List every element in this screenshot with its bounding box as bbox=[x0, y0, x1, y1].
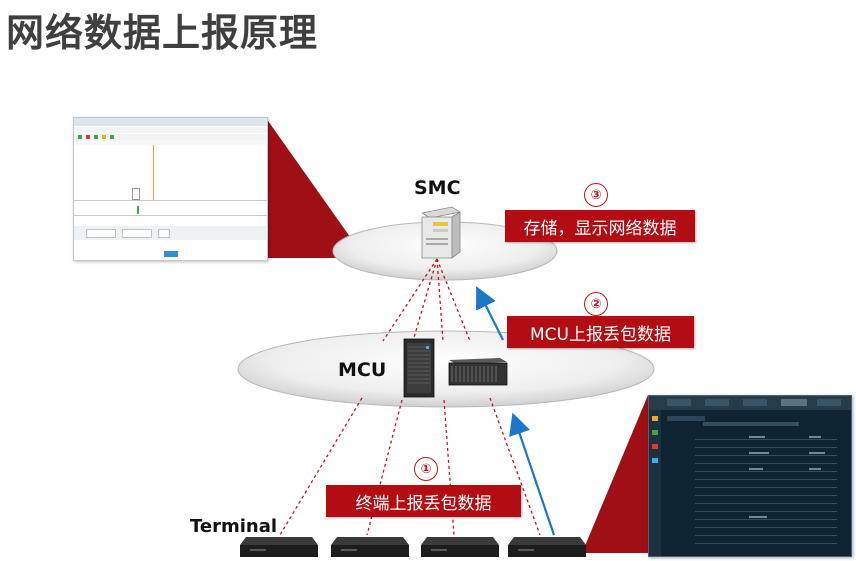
terminal-screenshot-thumbnail bbox=[648, 395, 852, 557]
step-1-number: ① bbox=[414, 457, 438, 481]
terminal-box-icon bbox=[331, 537, 409, 557]
arrow-terminal-to-mcu bbox=[509, 412, 556, 536]
mcu-label: MCU bbox=[338, 359, 387, 381]
terminal-box-icon bbox=[240, 537, 318, 557]
smc-callout-triangle bbox=[266, 118, 365, 258]
terminal-label: Terminal bbox=[190, 516, 278, 537]
mcu-rack-icon bbox=[403, 338, 435, 398]
smc-mcu-links bbox=[382, 258, 471, 342]
terminal-box-icon bbox=[421, 537, 499, 557]
smc-screenshot-thumbnail bbox=[73, 117, 268, 261]
server-icon bbox=[420, 206, 462, 259]
step-1-box: 终端上报丢包数据 bbox=[326, 485, 521, 517]
page-title: 网络数据上报原理 bbox=[6, 11, 319, 55]
smc-label: SMC bbox=[414, 177, 461, 199]
mcu-chassis-icon bbox=[448, 358, 508, 386]
step-2-number: ② bbox=[584, 292, 608, 316]
step-3-number: ③ bbox=[584, 183, 608, 207]
terminal-box-icon bbox=[508, 537, 586, 557]
step-2-box: MCU上报丢包数据 bbox=[507, 316, 694, 348]
terminal-callout-triangle bbox=[582, 395, 648, 553]
mcu-ellipse bbox=[237, 330, 655, 408]
step-3-box: 存储，显示网络数据 bbox=[505, 210, 695, 242]
arrow-mcu-to-smc bbox=[476, 286, 504, 341]
